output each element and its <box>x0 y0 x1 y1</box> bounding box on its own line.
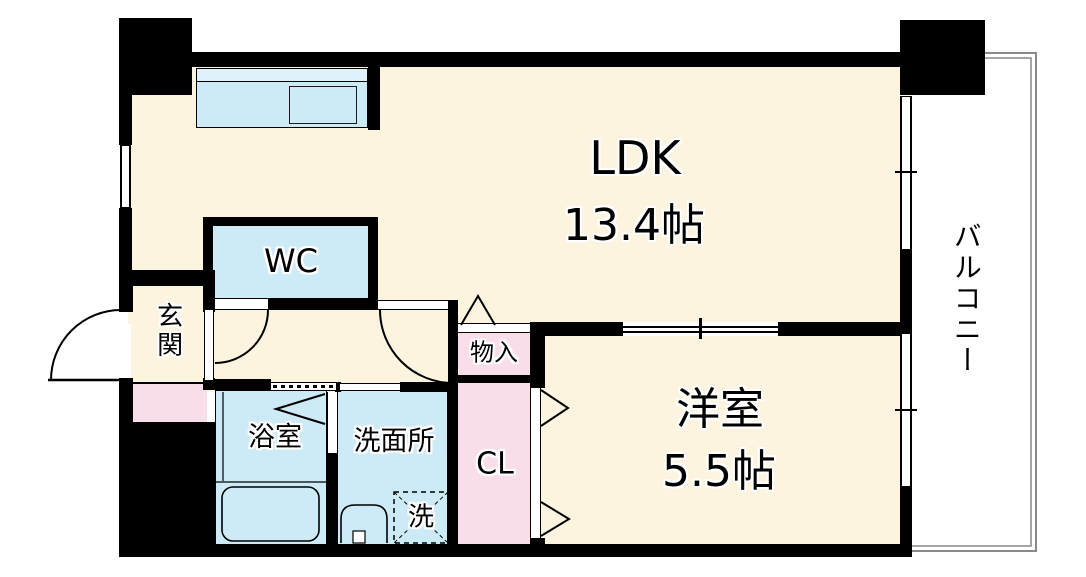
sliding-door-tick <box>699 318 702 339</box>
toilet-door-opening <box>215 298 268 310</box>
kitchen-sink <box>289 86 357 124</box>
hall-bottom-wall-b <box>400 382 448 392</box>
right-wall-b <box>900 487 912 545</box>
entrance-hall-wall-a <box>203 284 215 312</box>
bathroom-floor <box>215 390 327 545</box>
hall-bottom-post <box>335 382 341 392</box>
storage-floor <box>458 333 530 375</box>
entrance-hall-opening <box>204 310 214 380</box>
ldk-balcony-window <box>900 96 912 250</box>
storage-door-panel <box>458 323 530 333</box>
washroom-label: 洗面所 <box>353 425 435 457</box>
storage-side-wall <box>530 336 545 388</box>
bath-door-lower-wall <box>327 453 338 545</box>
closet-label: CL <box>476 446 514 482</box>
pillar-top-right <box>900 20 985 95</box>
left-wall-c <box>119 286 133 312</box>
kitchen-counter-back <box>196 68 368 82</box>
bedroom-floor <box>540 334 902 546</box>
washer-label: 洗 <box>407 502 435 533</box>
entrance-label: 玄関 <box>152 302 183 360</box>
ldk-left-window <box>120 145 131 208</box>
hall-ldk-door-opening <box>378 300 448 310</box>
hall-bottom-wall-a <box>203 379 271 390</box>
closet-door-panel <box>530 388 541 538</box>
left-wall-d <box>119 378 133 422</box>
toilet-floor <box>213 226 368 298</box>
bath-door-panel <box>327 392 338 453</box>
bathroom-dashed-opening <box>271 382 336 391</box>
mid-column-wall <box>448 300 458 547</box>
right-wall-a <box>900 250 912 333</box>
bathroom-label: 浴室 <box>248 421 302 453</box>
storage-label: 物入 <box>470 338 518 367</box>
closet-side-wall-bottom <box>530 538 545 557</box>
bedroom-balcony-window-tick <box>895 409 917 411</box>
top-wall <box>190 52 902 67</box>
corner-block-bottom-left <box>119 422 215 557</box>
bottom-wall <box>119 544 912 557</box>
entrance-floor <box>131 284 205 384</box>
entrance-porch <box>131 384 207 422</box>
bedroom-size-label: 5.5帖 <box>662 445 776 497</box>
storage-closet-divider <box>458 375 530 383</box>
washroom-entry-opening <box>340 383 400 391</box>
balcony-label: バルコニー <box>949 221 983 377</box>
closet-floor <box>458 383 530 545</box>
ldk-balcony-window-tick <box>895 171 917 173</box>
ldk-size-label: 13.4帖 <box>563 199 705 251</box>
dashed-threshold-line <box>273 385 334 388</box>
toilet-label: WC <box>264 242 318 281</box>
bedroom-label: 洋室 <box>676 383 764 435</box>
porch-step-line <box>131 382 207 384</box>
ldk-label: LDK <box>589 130 681 185</box>
entry-door-arc <box>50 309 122 381</box>
pillar-top-left <box>119 18 192 95</box>
kitchen-side-wall <box>368 52 380 130</box>
left-wall-b <box>119 208 132 272</box>
left-wall-a <box>119 95 132 145</box>
entrance-top-wall <box>119 270 215 286</box>
